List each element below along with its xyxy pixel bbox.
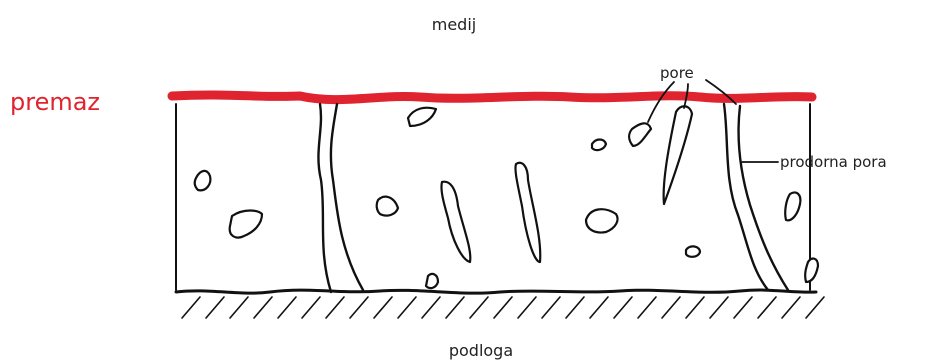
- pore-near-label-2: [664, 106, 692, 204]
- hatch-line: [470, 297, 488, 318]
- hatch-line: [326, 297, 344, 318]
- pore-7: [592, 140, 606, 151]
- hatch-line: [638, 297, 656, 318]
- hatch-line: [446, 297, 464, 318]
- hatch-line: [686, 297, 704, 318]
- hatch-line: [230, 297, 248, 318]
- hatch-line: [518, 297, 536, 318]
- hatch-line: [374, 297, 392, 318]
- coating-body-outline: [176, 104, 810, 290]
- left-through-pore: [318, 104, 331, 292]
- hatch-line: [710, 297, 728, 318]
- hatch-line: [542, 297, 560, 318]
- hatch-line: [662, 297, 680, 318]
- pore-10: [805, 259, 818, 282]
- hatch-line: [206, 297, 224, 318]
- left-through-pore-edge: [331, 104, 363, 290]
- pore-3: [377, 197, 398, 216]
- pore-top-left: [408, 108, 436, 126]
- hatch-line: [590, 297, 608, 318]
- hatch-line: [254, 297, 272, 318]
- hatch-line: [494, 297, 512, 318]
- pore-4: [441, 182, 470, 262]
- hatch-line: [782, 297, 800, 318]
- pore-5: [515, 163, 540, 262]
- pore-near-label-1: [629, 123, 651, 146]
- pore-8: [686, 246, 700, 256]
- hatch-line: [806, 297, 824, 318]
- through-pore: [724, 104, 768, 290]
- medium-label: medij: [432, 15, 476, 34]
- pores-label: pore: [660, 64, 694, 82]
- substrate-label: podloga: [449, 341, 513, 360]
- substrate-surface: [176, 290, 816, 293]
- through-pore-edge: [739, 106, 788, 290]
- hatch-line: [758, 297, 776, 318]
- coating-label: premaz: [10, 88, 100, 116]
- pore-9: [785, 192, 800, 220]
- hatch-line: [350, 297, 368, 318]
- pore-2: [230, 211, 262, 238]
- substrate-hatching: [182, 297, 824, 318]
- pore-6: [586, 209, 618, 232]
- pore-1: [195, 171, 211, 190]
- hatch-line: [422, 297, 440, 318]
- through-pore-label: prodorna pora: [780, 153, 887, 171]
- hatch-line: [302, 297, 320, 318]
- pores-pointer-1: [648, 82, 674, 122]
- hatch-line: [398, 297, 416, 318]
- coating-layer: [172, 95, 812, 100]
- hatch-line: [734, 297, 752, 318]
- hatch-line: [566, 297, 584, 318]
- hatch-line: [614, 297, 632, 318]
- hatch-line: [182, 297, 200, 318]
- pore-11: [426, 274, 438, 288]
- hatch-line: [278, 297, 296, 318]
